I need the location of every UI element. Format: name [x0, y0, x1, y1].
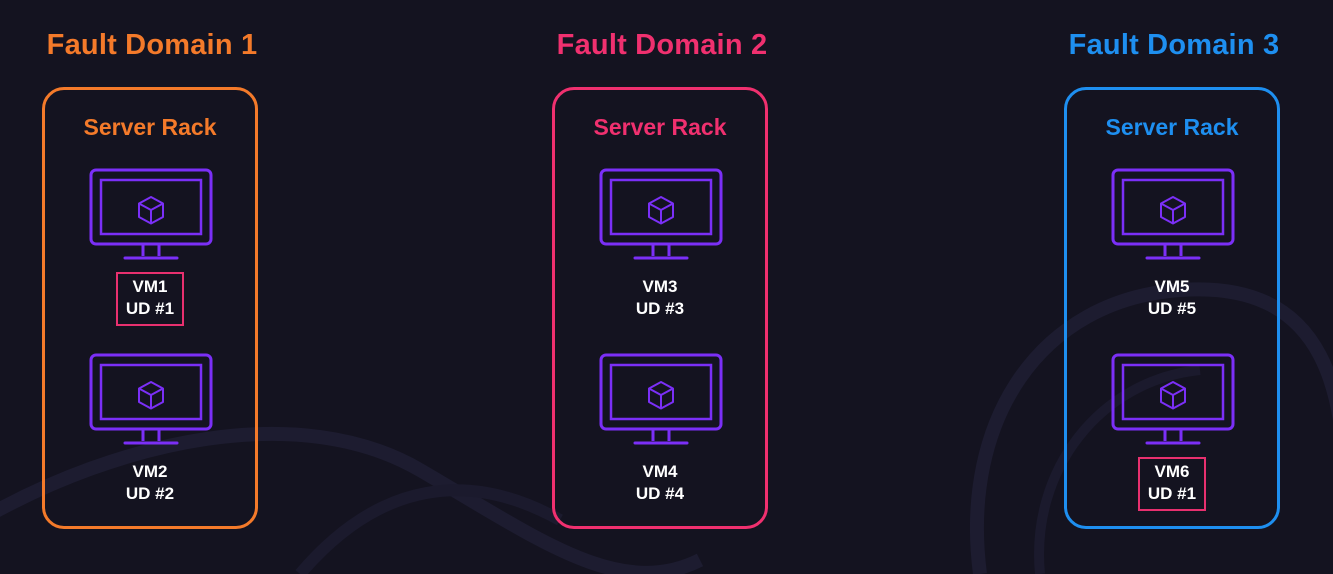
monitor-screen	[609, 178, 713, 236]
monitor-bezel	[1111, 168, 1235, 246]
monitor-bezel	[599, 353, 723, 431]
vm-label-box: VM5 UD #5	[1138, 272, 1206, 326]
update-domain: UD #5	[1147, 299, 1197, 318]
vm-node-5: VM5 UD #5	[1067, 168, 1277, 338]
vm-label-box: VM3 UD #3	[626, 272, 694, 326]
fault-domain-title: Fault Domain 3	[1068, 29, 1280, 61]
vm-node-4: VM4 UD #4	[555, 353, 765, 523]
monitor-stand	[141, 244, 161, 256]
vm-node-3: VM3 UD #3	[555, 168, 765, 338]
server-rack: Server Rack VM5 UD #5 VM6 UD #1	[1064, 87, 1280, 529]
vm-label-box: VM6 UD #1	[1137, 457, 1207, 511]
vm-name: VM1	[132, 277, 168, 296]
monitor-screen	[99, 178, 203, 236]
cube-icon	[1160, 196, 1186, 225]
cube-icon	[138, 381, 164, 410]
monitor-screen	[99, 363, 203, 421]
vm-name: VM4	[642, 462, 678, 481]
update-domain: UD #1	[1147, 484, 1197, 503]
monitor-icon	[599, 353, 723, 445]
vm-label-box: VM1 UD #1	[115, 272, 185, 326]
cube-icon	[648, 381, 674, 410]
server-rack-title: Server Rack	[593, 114, 727, 140]
vm-label-box: VM4 UD #4	[626, 457, 694, 511]
fault-domain-3: Fault Domain 3 Server Rack VM5 UD #5 VM6…	[1024, 0, 1324, 574]
cube-icon	[138, 196, 164, 225]
monitor-icon	[599, 168, 723, 260]
monitor-icon	[1111, 353, 1235, 445]
vm-node-6: VM6 UD #1	[1067, 353, 1277, 523]
monitor-screen	[1121, 178, 1225, 236]
fault-domain-1: Fault Domain 1 Server Rack VM1 UD #1 VM2…	[2, 0, 302, 574]
server-rack: Server Rack VM3 UD #3 VM4 UD #4	[552, 87, 768, 529]
cube-icon	[648, 196, 674, 225]
monitor-screen	[609, 363, 713, 421]
monitor-bezel	[89, 353, 213, 431]
monitor-icon	[89, 353, 213, 445]
vm-node-2: VM2 UD #2	[45, 353, 255, 523]
monitor-stand	[141, 429, 161, 441]
fault-domain-2: Fault Domain 2 Server Rack VM3 UD #3 VM4…	[512, 0, 812, 574]
monitor-stand	[1163, 429, 1183, 441]
fault-domain-title: Fault Domain 2	[556, 29, 768, 61]
monitor-bezel	[89, 168, 213, 246]
vm-name: VM6	[1154, 462, 1190, 481]
monitor-icon	[1111, 168, 1235, 260]
update-domain: UD #4	[635, 484, 685, 503]
server-rack-title: Server Rack	[83, 114, 217, 140]
monitor-screen	[1121, 363, 1225, 421]
monitor-icon	[89, 168, 213, 260]
monitor-stand	[651, 244, 671, 256]
server-rack: Server Rack VM1 UD #1 VM2 UD #2	[42, 87, 258, 529]
update-domain: UD #1	[125, 299, 175, 318]
update-domain: UD #2	[125, 484, 175, 503]
update-domain: UD #3	[635, 299, 685, 318]
fault-domain-title: Fault Domain 1	[46, 29, 258, 61]
vm-label-box: VM2 UD #2	[116, 457, 184, 511]
monitor-bezel	[1111, 353, 1235, 431]
monitor-stand	[651, 429, 671, 441]
vm-name: VM3	[642, 277, 678, 296]
monitor-stand	[1163, 244, 1183, 256]
vm-node-1: VM1 UD #1	[45, 168, 255, 338]
monitor-bezel	[599, 168, 723, 246]
cube-icon	[1160, 381, 1186, 410]
vm-name: VM5	[1154, 277, 1190, 296]
vm-name: VM2	[132, 462, 168, 481]
server-rack-title: Server Rack	[1105, 114, 1239, 140]
